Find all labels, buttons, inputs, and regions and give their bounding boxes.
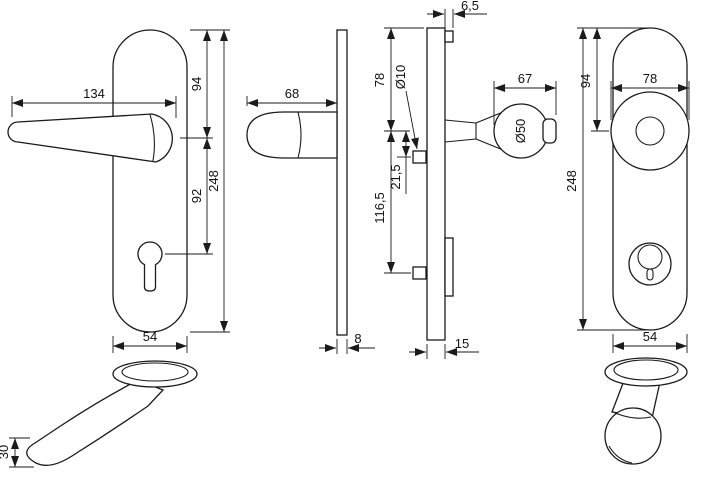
dim-plate-height: 248: [564, 28, 648, 331]
grip-curve-outline: [26, 379, 165, 466]
knob-neck-profile: [444, 111, 504, 151]
lever-grip-detail-view: 30: [0, 360, 198, 468]
dim-screw-diameter: Ø10: [393, 65, 419, 150]
dim-label: 54: [643, 329, 657, 344]
dim-label: 94: [578, 74, 593, 88]
dim-label: 134: [83, 86, 105, 101]
rose-edge-ellipse: [112, 360, 198, 388]
dim-label: 6,5: [461, 0, 479, 13]
dim-label: 94: [189, 77, 204, 91]
rose-edge-ellipse: [604, 357, 688, 387]
security-plate-profile: [426, 27, 446, 341]
dim-knob-diameter: Ø50: [513, 119, 528, 144]
knob-end-cap: [542, 118, 557, 144]
lever-handle-outline: [7, 113, 173, 163]
lever-profile-outline: [246, 111, 338, 159]
dim-label: Ø50: [513, 119, 528, 144]
cylinder-cover-outer: [628, 242, 672, 286]
dim-grip-height: 30: [0, 437, 34, 468]
dim-label: 15: [455, 336, 469, 351]
knob-side-view: 6,5 Ø10 78 21,5 116,5 67: [372, 0, 557, 359]
lever-side-view: 68 8: [246, 29, 375, 354]
cylinder-cover-slot: [646, 268, 654, 281]
dim-label: 248: [564, 170, 579, 192]
dim-handle-to-cylinder: 92: [165, 138, 213, 255]
dim-plate-height: 248: [190, 30, 230, 333]
dim-plate-width: 54: [112, 329, 188, 353]
dim-screw-spacing: 116,5: [372, 131, 411, 274]
dim-plate-width: 54: [612, 329, 688, 353]
leader-line: [405, 90, 419, 150]
dim-label: 78: [643, 71, 657, 86]
dim-label: 78: [372, 73, 387, 87]
dim-label: 67: [518, 71, 532, 86]
lever-junction-line: [297, 111, 302, 159]
knob-neck-circle: [635, 116, 665, 146]
fixing-screw-upper: [412, 150, 427, 164]
backplate-profile: [336, 29, 348, 336]
euro-cylinder-keyhole: [137, 241, 163, 292]
lever-front-view: 134 94 92 248 54: [7, 29, 230, 353]
dim-handle-length: 134: [11, 86, 177, 118]
dim-label: 8: [354, 331, 361, 346]
dim-plate-thickness: 15: [409, 336, 479, 359]
knob-front-circle: [610, 91, 690, 171]
dim-label: 92: [189, 189, 204, 203]
dim-projection: 68: [246, 86, 337, 107]
knob-front-view: 94 78 248 54: [564, 27, 690, 353]
fixing-screw-lower: [412, 266, 427, 280]
dim-label: 68: [285, 86, 299, 101]
rose-inner-ellipse: [121, 362, 189, 382]
dim-label: 54: [143, 329, 157, 344]
dim-label: 30: [0, 445, 11, 459]
knob-ball-detail: [604, 407, 662, 465]
dim-label: 116,5: [372, 192, 387, 224]
dim-plate-thickness: 8: [319, 331, 375, 354]
dim-label: 21,5: [388, 164, 403, 189]
dim-knob-projection: 67: [493, 71, 557, 125]
dim-label: 248: [206, 170, 221, 192]
cylinder-protection-collar: [444, 237, 454, 297]
top-protrusion: [444, 30, 454, 43]
dim-top-protrusion: 6,5: [427, 0, 487, 28]
rose-inner-ellipse: [613, 359, 679, 381]
knob-detail-view: [604, 357, 688, 465]
knob-face-arc: [608, 445, 633, 464]
knob-collar-line: [612, 411, 652, 419]
dim-label: Ø10: [393, 65, 408, 90]
lever-neck-line: [149, 114, 156, 162]
dim-knob-width: 78: [610, 71, 690, 120]
